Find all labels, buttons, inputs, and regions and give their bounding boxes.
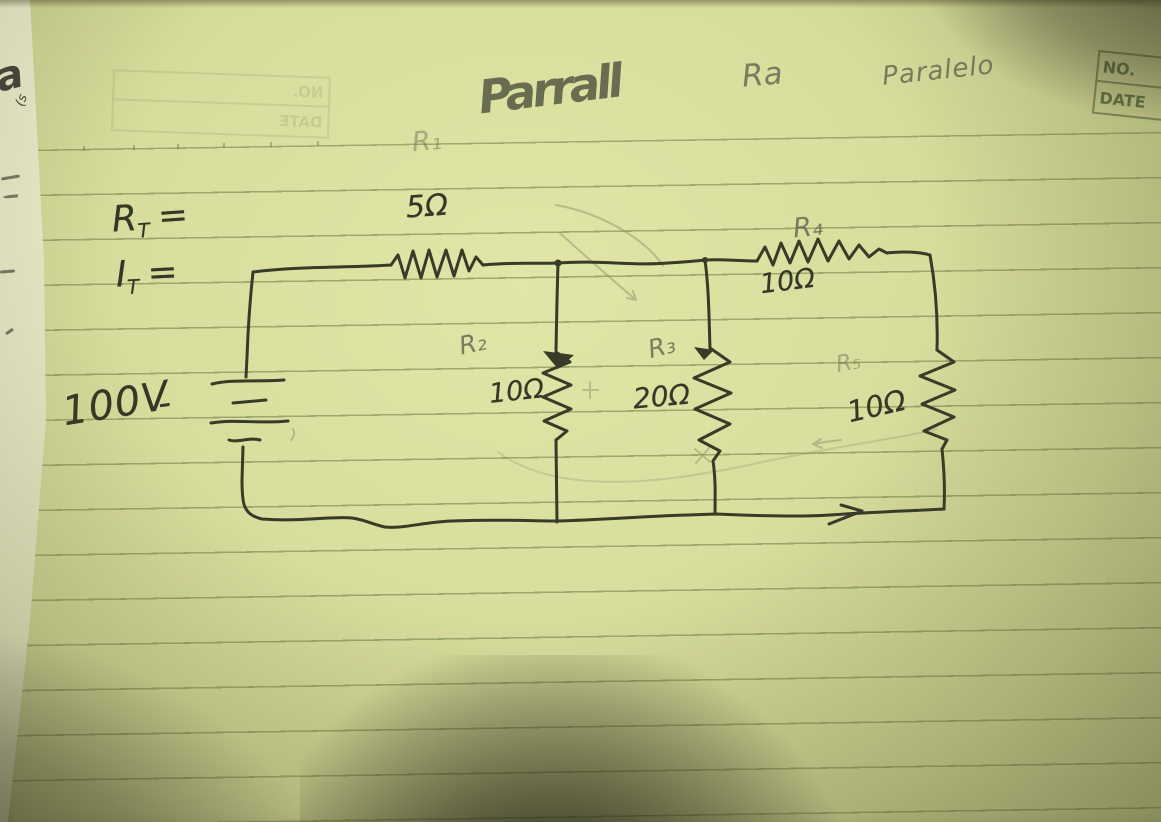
rt-equals: = bbox=[156, 194, 190, 238]
r5-name-label: R₅ bbox=[833, 348, 864, 378]
r2-value-label: 10Ω bbox=[487, 373, 546, 410]
corner-shadow-top-right bbox=[921, 0, 1161, 124]
camera-shadow bbox=[300, 655, 860, 822]
underpage-stroke bbox=[4, 327, 15, 336]
r1-value-label: 5Ω bbox=[404, 187, 450, 226]
showthrough-date-label: DATE bbox=[278, 111, 323, 132]
table-edge-shadow bbox=[0, 0, 1161, 8]
rt-base: R bbox=[110, 197, 139, 241]
corner-shadow-bottom-left bbox=[0, 630, 330, 822]
underpage-stroke bbox=[0, 174, 21, 181]
it-sub: T bbox=[126, 275, 140, 299]
title-scribble: Parrall bbox=[475, 53, 623, 125]
r4-name-label: R₄ bbox=[791, 210, 825, 245]
underpage-stroke bbox=[0, 269, 16, 274]
rt-sub: T bbox=[136, 218, 151, 243]
showthrough-no-label: NO. bbox=[292, 82, 324, 102]
it-equals: = bbox=[146, 251, 179, 294]
it-base: I bbox=[114, 254, 128, 296]
r3-name-label: R₃ bbox=[644, 329, 679, 364]
r3-value-label: 20Ω bbox=[631, 377, 692, 416]
note-ra: Ra bbox=[740, 55, 784, 95]
r2-name-label: R₂ bbox=[456, 326, 490, 361]
it-equation: IT= bbox=[114, 251, 179, 299]
underpage-writing: a bbox=[0, 50, 29, 102]
showthrough-no-date-box: NO. DATE bbox=[110, 69, 332, 139]
rt-equation: RT= bbox=[110, 194, 190, 243]
showthrough-date-row: DATE bbox=[113, 100, 328, 136]
r4-value-label: 10Ω bbox=[758, 262, 817, 301]
underpage-stroke bbox=[2, 194, 19, 199]
r1-name-label: R₁ bbox=[410, 124, 443, 159]
